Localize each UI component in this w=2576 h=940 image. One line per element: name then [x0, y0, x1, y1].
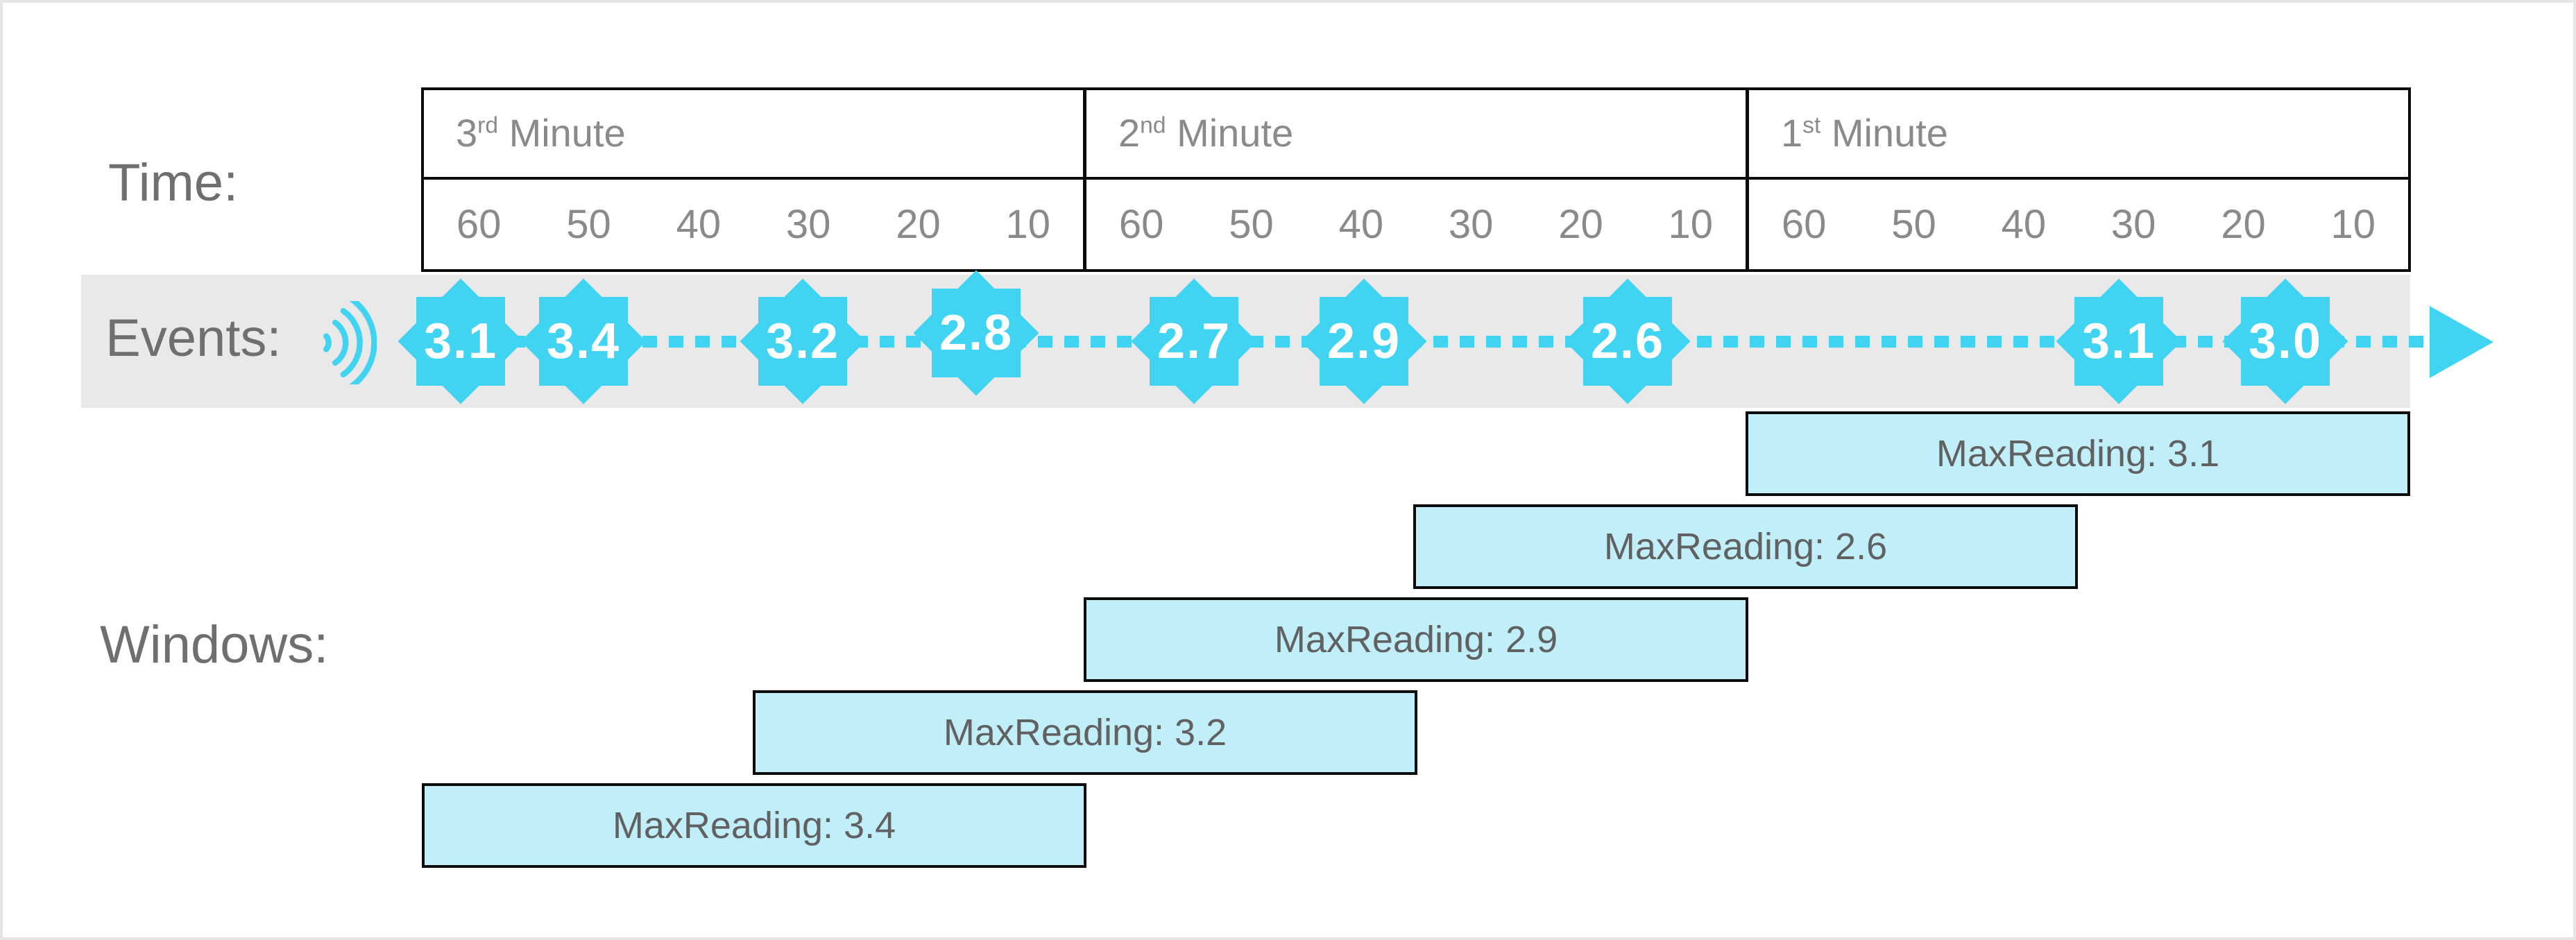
timeline-section: 2nd Minute 60 50 40 30 20 10 [1083, 90, 1746, 269]
event-starburst: 2.9 [1302, 279, 1426, 404]
window-bar: MaxReading: 3.2 [753, 690, 1417, 775]
minute-word: Minute [1820, 111, 1948, 155]
window-bar-label: MaxReading: 2.9 [1274, 619, 1558, 660]
tick-label: 40 [2001, 202, 2047, 247]
minute-ordinal: 3 [456, 111, 478, 155]
minute-ordinal-suffix: nd [1140, 112, 1166, 139]
tick-label: 50 [1891, 202, 1936, 247]
event-starburst: 3.0 [2223, 279, 2348, 404]
events-row-label: Events: [105, 309, 282, 368]
window-bar: MaxReading: 2.6 [1413, 504, 2078, 589]
minute-ordinal: 2 [1118, 111, 1141, 155]
event-starburst: 3.1 [2056, 279, 2181, 404]
event-value: 3.4 [546, 314, 621, 369]
minute-word: Minute [1166, 111, 1294, 155]
window-bar-label: MaxReading: 3.4 [612, 805, 896, 846]
event-value: 2.9 [1327, 314, 1401, 369]
tick-label: 10 [2330, 202, 2376, 247]
tick-label: 60 [1118, 202, 1164, 247]
timeline-section: 1st Minute 60 50 40 30 20 10 [1746, 90, 2408, 269]
ticks-row: 60 50 40 30 20 10 [1086, 180, 1746, 269]
tick-label: 30 [1448, 202, 1494, 247]
event-starburst: 3.4 [521, 279, 646, 404]
window-bar: MaxReading: 3.4 [422, 783, 1086, 868]
event-starburst: 2.6 [1565, 279, 1690, 404]
window-bar: MaxReading: 2.9 [1084, 597, 1748, 682]
event-value: 3.2 [765, 314, 840, 369]
tick-label: 10 [1668, 202, 1714, 247]
time-table: 3rd Minute 60 50 40 30 20 10 2nd Minute 60 50 40 30… [421, 87, 2411, 272]
signal-waves-icon [323, 301, 377, 384]
window-bar: MaxReading: 3.1 [1746, 411, 2410, 496]
minute-ordinal-suffix: st [1802, 112, 1821, 139]
minute-ordinal: 1 [1781, 111, 1803, 155]
event-stream-arrowhead [2430, 306, 2493, 378]
event-value: 2.8 [939, 305, 1014, 361]
event-starburst: 2.7 [1132, 279, 1256, 404]
event-value: 2.6 [1590, 314, 1665, 369]
tick-label: 10 [1005, 202, 1051, 247]
event-value: 3.1 [2081, 314, 2156, 369]
timeline-section: 3rd Minute 60 50 40 30 20 10 [424, 90, 1083, 269]
tick-label: 60 [456, 202, 502, 247]
minute-ordinal-suffix: rd [477, 112, 499, 139]
event-value: 3.1 [423, 314, 498, 369]
ticks-row: 60 50 40 30 20 10 [424, 180, 1083, 269]
event-value: 3.0 [2248, 314, 2323, 369]
tick-label: 20 [2221, 202, 2266, 247]
windows-row-label: Windows: [100, 615, 329, 674]
tick-label: 30 [2110, 202, 2156, 247]
tick-label: 50 [1229, 202, 1274, 247]
tick-label: 60 [1781, 202, 1827, 247]
minute-header: 3rd Minute [424, 90, 1083, 180]
event-starburst: 3.2 [740, 279, 865, 404]
minute-header: 1st Minute [1749, 90, 2408, 180]
tick-label: 20 [896, 202, 941, 247]
ticks-row: 60 50 40 30 20 10 [1749, 180, 2408, 269]
event-starburst: 3.1 [398, 279, 523, 404]
time-row-label: Time: [108, 153, 239, 212]
event-starburst: 2.8 [914, 271, 1039, 395]
window-bar-label: MaxReading: 3.1 [1936, 433, 2220, 475]
minute-header: 2nd Minute [1086, 90, 1746, 180]
tick-label: 50 [566, 202, 611, 247]
window-bar-label: MaxReading: 2.6 [1603, 526, 1888, 567]
tick-label: 30 [785, 202, 831, 247]
tick-label: 40 [1338, 202, 1384, 247]
tick-label: 20 [1558, 202, 1603, 247]
minute-word: Minute [498, 111, 626, 155]
tick-label: 40 [676, 202, 722, 247]
event-value: 2.7 [1157, 314, 1231, 369]
window-bar-label: MaxReading: 3.2 [943, 712, 1227, 753]
